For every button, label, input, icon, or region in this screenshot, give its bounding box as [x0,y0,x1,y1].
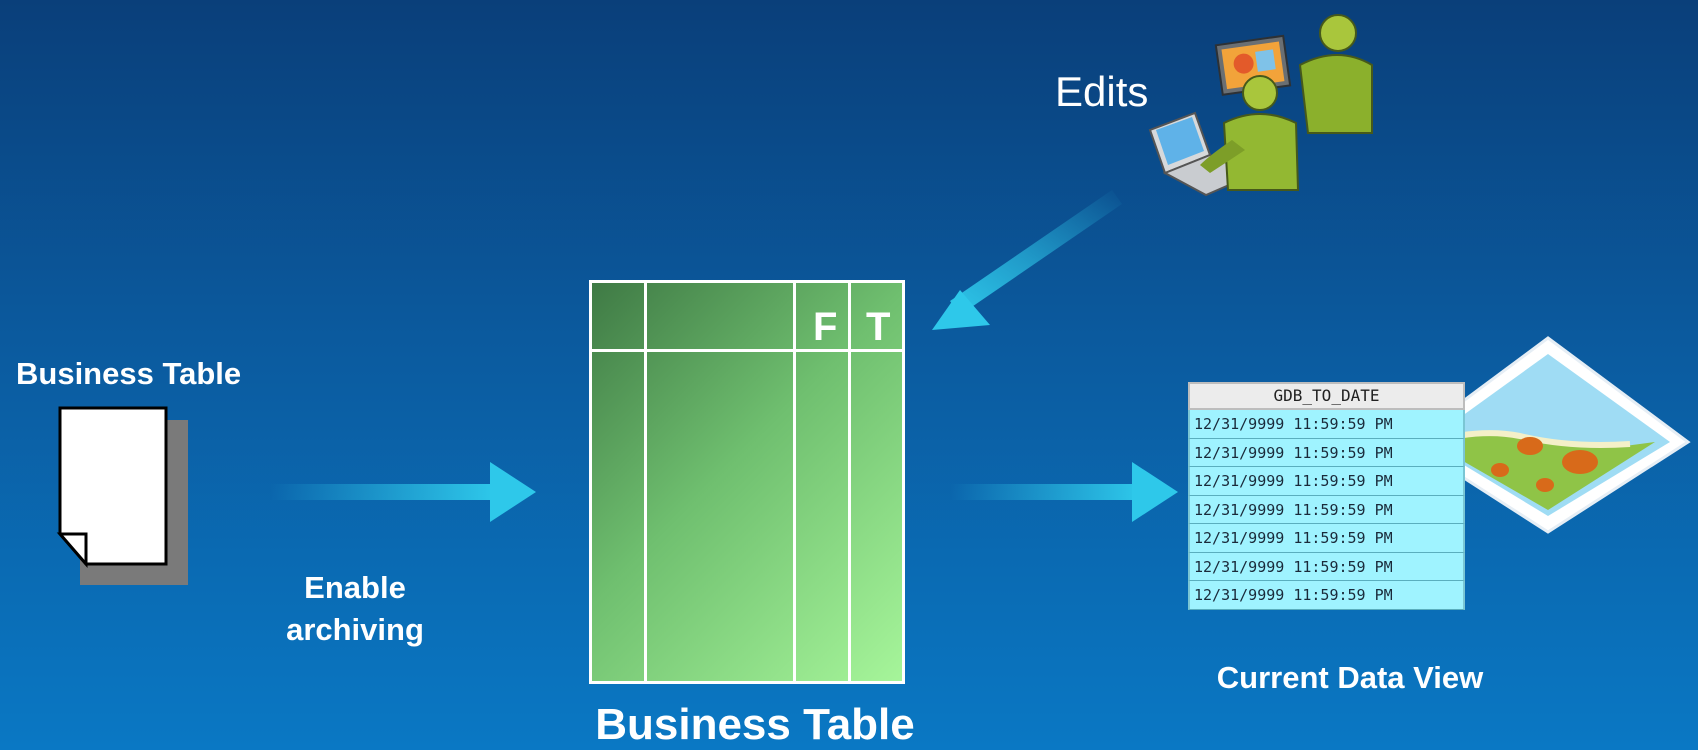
enable-archiving-label: Enable archiving [255,567,455,651]
table-header-divider [592,349,902,352]
data-view-row: 12/31/9999 11:59:59 PM [1188,552,1465,581]
data-view-table: GDB_TO_DATE 12/31/9999 11:59:59 PM 12/31… [1188,382,1465,610]
data-view-row: 12/31/9999 11:59:59 PM [1188,581,1465,610]
arrow-to-data-view [950,462,1178,522]
table-column-divider [793,283,796,681]
arrow-edits [932,190,1122,330]
current-data-view-title: Current Data View [1216,660,1484,695]
from-date-column-label: F [813,305,838,349]
to-date-column-label: T [866,305,891,349]
arrow-enable-archiving [270,462,536,522]
business-table-graphic: F T [589,280,905,684]
data-view-row: 12/31/9999 11:59:59 PM [1188,410,1465,439]
data-view-row: 12/31/9999 11:59:59 PM [1188,438,1465,467]
data-view-row: 12/31/9999 11:59:59 PM [1188,524,1465,553]
enable-line-1: Enable [304,570,406,605]
data-view-row: 12/31/9999 11:59:59 PM [1188,467,1465,496]
document-icon [56,406,168,569]
map-icon [1405,336,1691,534]
data-view-row: 12/31/9999 11:59:59 PM [1188,495,1465,524]
left-table-title: Business Table [16,356,242,391]
users-editing-icon [1148,14,1373,197]
table-column-divider [644,283,647,681]
data-view-header: GDB_TO_DATE [1188,382,1465,410]
table-column-divider [848,283,851,681]
center-table-title: Business Table [595,700,915,749]
enable-line-2: archiving [286,612,424,647]
edits-label: Edits [1055,68,1149,115]
